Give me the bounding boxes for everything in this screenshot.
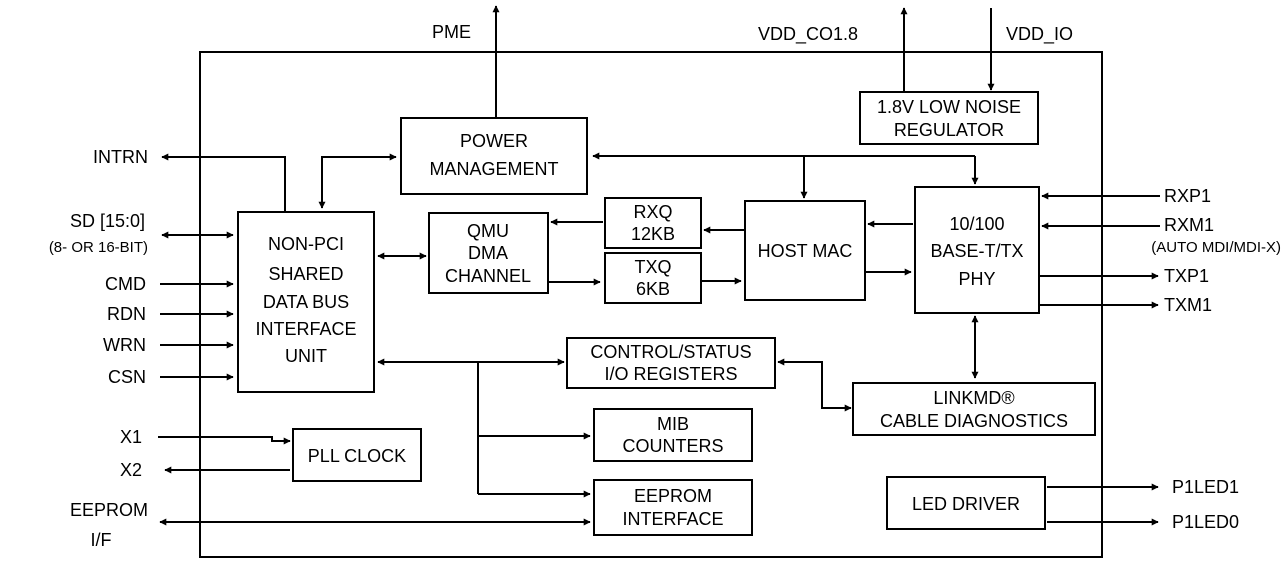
mib-counters-block: MIB COUNTERS <box>593 408 753 462</box>
power-management-line-1: POWER <box>460 131 528 151</box>
phy-line-1: 10/100 <box>949 214 1004 234</box>
eeprom-interface-line-1: EEPROM <box>634 486 712 506</box>
eeprom-label-line-2: I/F <box>91 530 112 550</box>
bus-interface-block: NON-PCI SHARED DATA BUS INTERFACE UNIT <box>237 211 375 393</box>
bus-interface-line-2: SHARED <box>268 264 343 284</box>
control-status-line-1: CONTROL/STATUS <box>590 342 751 362</box>
led-driver-label: LED DRIVER <box>912 494 1020 514</box>
power-management-line-2: MANAGEMENT <box>429 159 558 179</box>
txq-line-2: 6KB <box>636 279 670 299</box>
eeprom-label-line-1: EEPROM <box>70 500 148 520</box>
rxq-block: RXQ 12KB <box>604 197 702 249</box>
phy-line-2: BASE-T/TX <box>930 241 1023 261</box>
qmu-block: QMU DMA CHANNEL <box>428 212 549 294</box>
sd-width-label: (8- OR 16-BIT) <box>49 239 148 256</box>
linkmd-line-2: CABLE DIAGNOSTICS <box>880 411 1068 431</box>
qmu-line-3: CHANNEL <box>445 266 531 286</box>
p1led1-label: P1LED1 <box>1172 477 1239 497</box>
host-mac-label: HOST MAC <box>758 241 853 261</box>
qmu-line-2: DMA <box>468 243 508 263</box>
pll-clock-label: PLL CLOCK <box>308 446 406 466</box>
txq-block: TXQ 6KB <box>604 252 702 304</box>
led-driver-block: LED DRIVER <box>886 476 1046 530</box>
regulator-line-2: REGULATOR <box>894 120 1004 140</box>
rdn-label: RDN <box>107 304 146 324</box>
p1led0-label: P1LED0 <box>1172 512 1239 532</box>
txp1-label: TXP1 <box>1164 266 1209 286</box>
bus-interface-line-5: UNIT <box>285 346 327 366</box>
cmd-label: CMD <box>105 274 146 294</box>
vdd-co-label: VDD_CO1.8 <box>758 24 858 45</box>
pme-label: PME <box>432 22 471 42</box>
bus-interface-line-1: NON-PCI <box>268 234 344 254</box>
signal-labels: PME VDD_CO1.8 VDD_IO INTRN SD [15:0] (8-… <box>49 22 1281 550</box>
pll-clock-block: PLL CLOCK <box>292 428 422 482</box>
txq-line-1: TXQ <box>634 257 671 277</box>
control-status-block: CONTROL/STATUS I/O REGISTERS <box>566 337 776 389</box>
sd-label: SD [15:0] <box>70 211 145 231</box>
bus-interface-line-3: DATA BUS <box>263 292 349 312</box>
control-status-line-2: I/O REGISTERS <box>604 364 737 384</box>
txm1-label: TXM1 <box>1164 295 1212 315</box>
phy-block: 10/100 BASE-T/TX PHY <box>914 186 1040 314</box>
rxm1-label: RXM1 <box>1164 215 1214 235</box>
auto-mdix-label: (AUTO MDI/MDI-X) <box>1151 239 1281 256</box>
eeprom-interface-block: EEPROM INTERFACE <box>593 479 753 536</box>
wrn-label: WRN <box>103 335 146 355</box>
linkmd-block: LINKMD® CABLE DIAGNOSTICS <box>852 382 1096 436</box>
phy-line-3: PHY <box>958 269 995 289</box>
x1-arrow <box>158 436 291 445</box>
mib-line-2: COUNTERS <box>622 436 723 456</box>
regulator-line-1: 1.8V LOW NOISE <box>877 97 1021 117</box>
rxq-line-1: RXQ <box>633 202 672 222</box>
rxq-line-2: 12KB <box>631 224 675 244</box>
host-mac-block: HOST MAC <box>744 200 866 301</box>
rxp1-label: RXP1 <box>1164 186 1211 206</box>
control-linkmd-arrow <box>777 358 852 412</box>
x2-label: X2 <box>120 460 142 480</box>
linkmd-line-1: LINKMD® <box>933 388 1014 408</box>
regulator-block: 1.8V LOW NOISE REGULATOR <box>859 91 1039 145</box>
bus-power-arrow <box>318 153 397 209</box>
connections <box>158 5 1160 526</box>
mib-line-1: MIB <box>657 414 689 434</box>
csn-label: CSN <box>108 367 146 387</box>
power-management-block: POWER MANAGEMENT <box>400 117 588 195</box>
bus-interface-line-4: INTERFACE <box>255 319 356 339</box>
intrn-label: INTRN <box>93 147 148 167</box>
qmu-line-1: QMU <box>467 221 509 241</box>
vdd-io-label: VDD_IO <box>1006 24 1073 45</box>
intrn-arrow <box>161 153 286 212</box>
eeprom-interface-line-2: INTERFACE <box>622 509 723 529</box>
x1-label: X1 <box>120 427 142 447</box>
